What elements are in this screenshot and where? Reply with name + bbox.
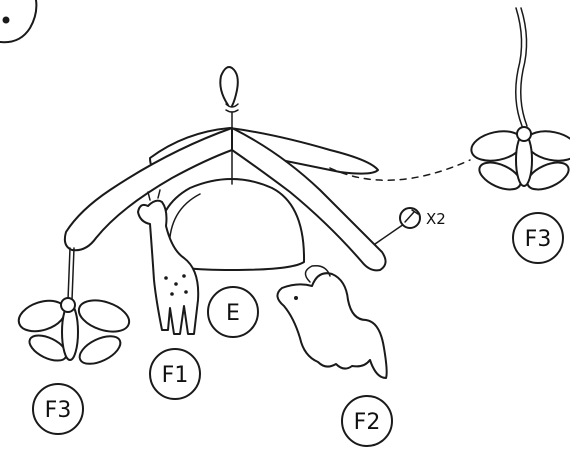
giraffe-figure bbox=[137, 189, 200, 335]
label-dinosaur: F2 bbox=[341, 395, 393, 447]
right-butterfly bbox=[470, 126, 570, 191]
label-left-butterfly: F3 bbox=[32, 383, 84, 435]
canopy-dome bbox=[157, 178, 306, 271]
svg-text:F1: F1 bbox=[162, 363, 189, 388]
right-string bbox=[515, 7, 528, 127]
label-right-butterfly: F3 bbox=[512, 212, 564, 264]
screw-detail bbox=[399, 207, 421, 229]
svg-text:F3: F3 bbox=[525, 227, 552, 252]
svg-text:E: E bbox=[226, 301, 240, 326]
left-butterfly bbox=[17, 297, 131, 365]
hanging-loop bbox=[219, 66, 239, 129]
svg-text:F2: F2 bbox=[354, 410, 381, 435]
quantity-label: X2 bbox=[426, 210, 446, 228]
step-marker bbox=[0, 0, 38, 44]
dinosaur-figure bbox=[276, 264, 388, 379]
label-canopy: E bbox=[207, 286, 259, 338]
svg-text:F3: F3 bbox=[45, 398, 72, 423]
label-giraffe: F1 bbox=[149, 348, 201, 400]
mobile-frame-arms bbox=[63, 127, 471, 272]
left-string bbox=[67, 247, 75, 301]
